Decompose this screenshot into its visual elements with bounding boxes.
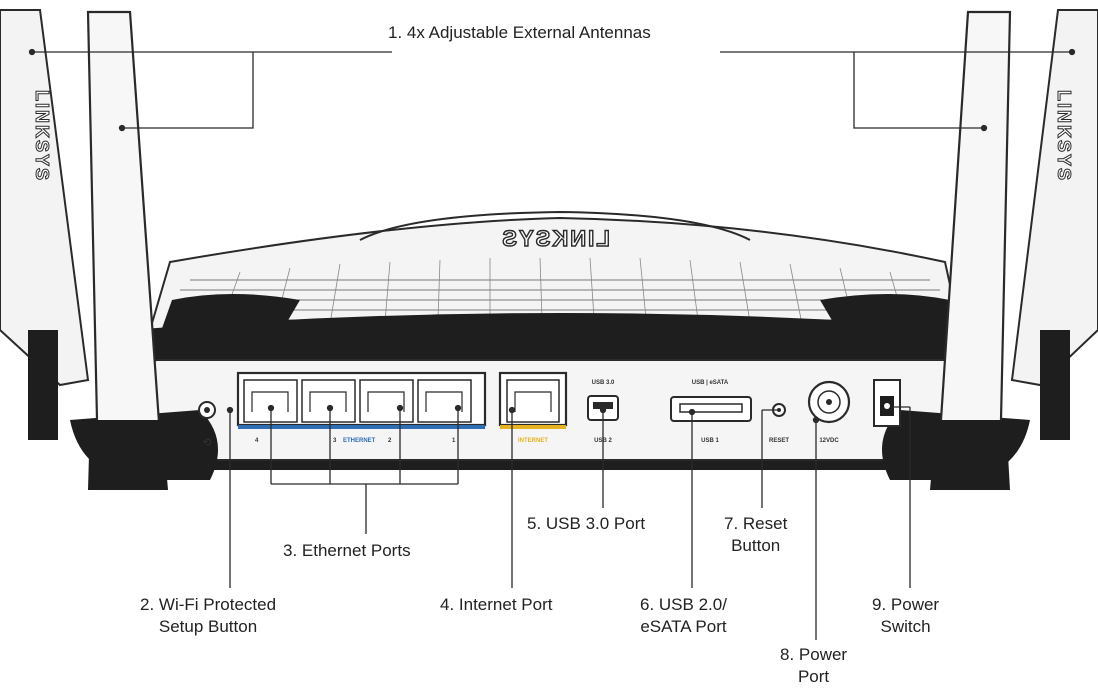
callout-usb-esata-line2: eSATA Port — [640, 616, 727, 636]
antenna-right-logo: LINKSYS — [1054, 90, 1074, 182]
callout-power-switch-line1: 9. Power — [872, 595, 940, 614]
reset-label: RESET — [769, 438, 789, 444]
usb1-label: USB 1 — [701, 438, 719, 444]
internet-port-block: INTERNET — [498, 371, 568, 444]
callout-internet: 4. Internet Port — [440, 594, 552, 616]
callout-usb-esata-line1: 6. USB 2.0/ — [640, 595, 727, 614]
callout-usb-esata: 6. USB 2.0/ eSATA Port — [640, 594, 727, 638]
usb-esata-top-label: USB | eSATA — [692, 380, 729, 386]
callout-ethernet-text: 3. Ethernet Ports — [283, 541, 411, 560]
callout-antennas-text: 1. 4x Adjustable External Antennas — [388, 23, 651, 42]
leader-lines — [28, 48, 1076, 640]
callout-antennas: 1. 4x Adjustable External Antennas — [388, 22, 651, 44]
callout-power-switch-line2: Switch — [880, 616, 931, 636]
power-port[interactable]: 12VDC — [807, 380, 851, 444]
eth-label-1: 1 — [452, 438, 456, 444]
callout-reset: 7. Reset Button — [724, 513, 787, 557]
callout-wps: 2. Wi-Fi Protected Setup Button — [140, 594, 276, 638]
callout-ethernet: 3. Ethernet Ports — [283, 540, 411, 562]
ethernet-ports-block: 4 3 ETHERNET 2 1 — [236, 371, 487, 444]
usb-esata-port[interactable]: USB | eSATA USB 1 — [670, 380, 752, 444]
callout-wps-line1: 2. Wi-Fi Protected — [140, 595, 277, 614]
internet-port[interactable] — [506, 379, 560, 423]
antenna-left-inner — [86, 10, 168, 490]
wps-symbol: ⟲ — [202, 437, 211, 449]
eth-label-2: 2 — [388, 438, 392, 444]
callout-wps-line2: Setup Button — [158, 616, 258, 636]
top-logo: LINKSYS — [500, 226, 609, 251]
usb30-top-label: USB 3.0 — [592, 380, 615, 386]
antenna-left-logo: LINKSYS — [32, 90, 52, 182]
antenna-right-outer: LINKSYS — [1010, 9, 1098, 440]
antenna-right-inner — [930, 10, 1012, 490]
eth-label-3: 3 — [333, 438, 337, 444]
internet-port-label: INTERNET — [518, 438, 548, 444]
callout-reset-line2: Button — [731, 535, 781, 555]
ethernet-color-strip — [238, 425, 485, 429]
callout-power-switch: 9. Power Switch — [872, 594, 939, 638]
power-switch[interactable] — [873, 379, 901, 427]
eth-label-4: 4 — [255, 438, 259, 444]
callout-usb30-text: 5. USB 3.0 Port — [527, 514, 646, 533]
eth-label-title: ETHERNET — [343, 438, 376, 444]
callout-power-port-line2: Port — [797, 666, 830, 686]
callout-power-port: 8. Power Port — [780, 644, 847, 688]
internet-color-strip — [500, 425, 566, 429]
wps-button[interactable]: ⟲ — [198, 401, 216, 449]
power-dc-label: 12VDC — [819, 438, 839, 444]
callout-reset-line1: 7. Reset — [724, 514, 788, 533]
antenna-left-outer: LINKSYS — [0, 9, 90, 440]
callout-usb30: 5. USB 3.0 Port — [527, 513, 645, 535]
callout-internet-text: 4. Internet Port — [440, 595, 553, 614]
callout-power-port-line1: 8. Power — [780, 645, 848, 664]
